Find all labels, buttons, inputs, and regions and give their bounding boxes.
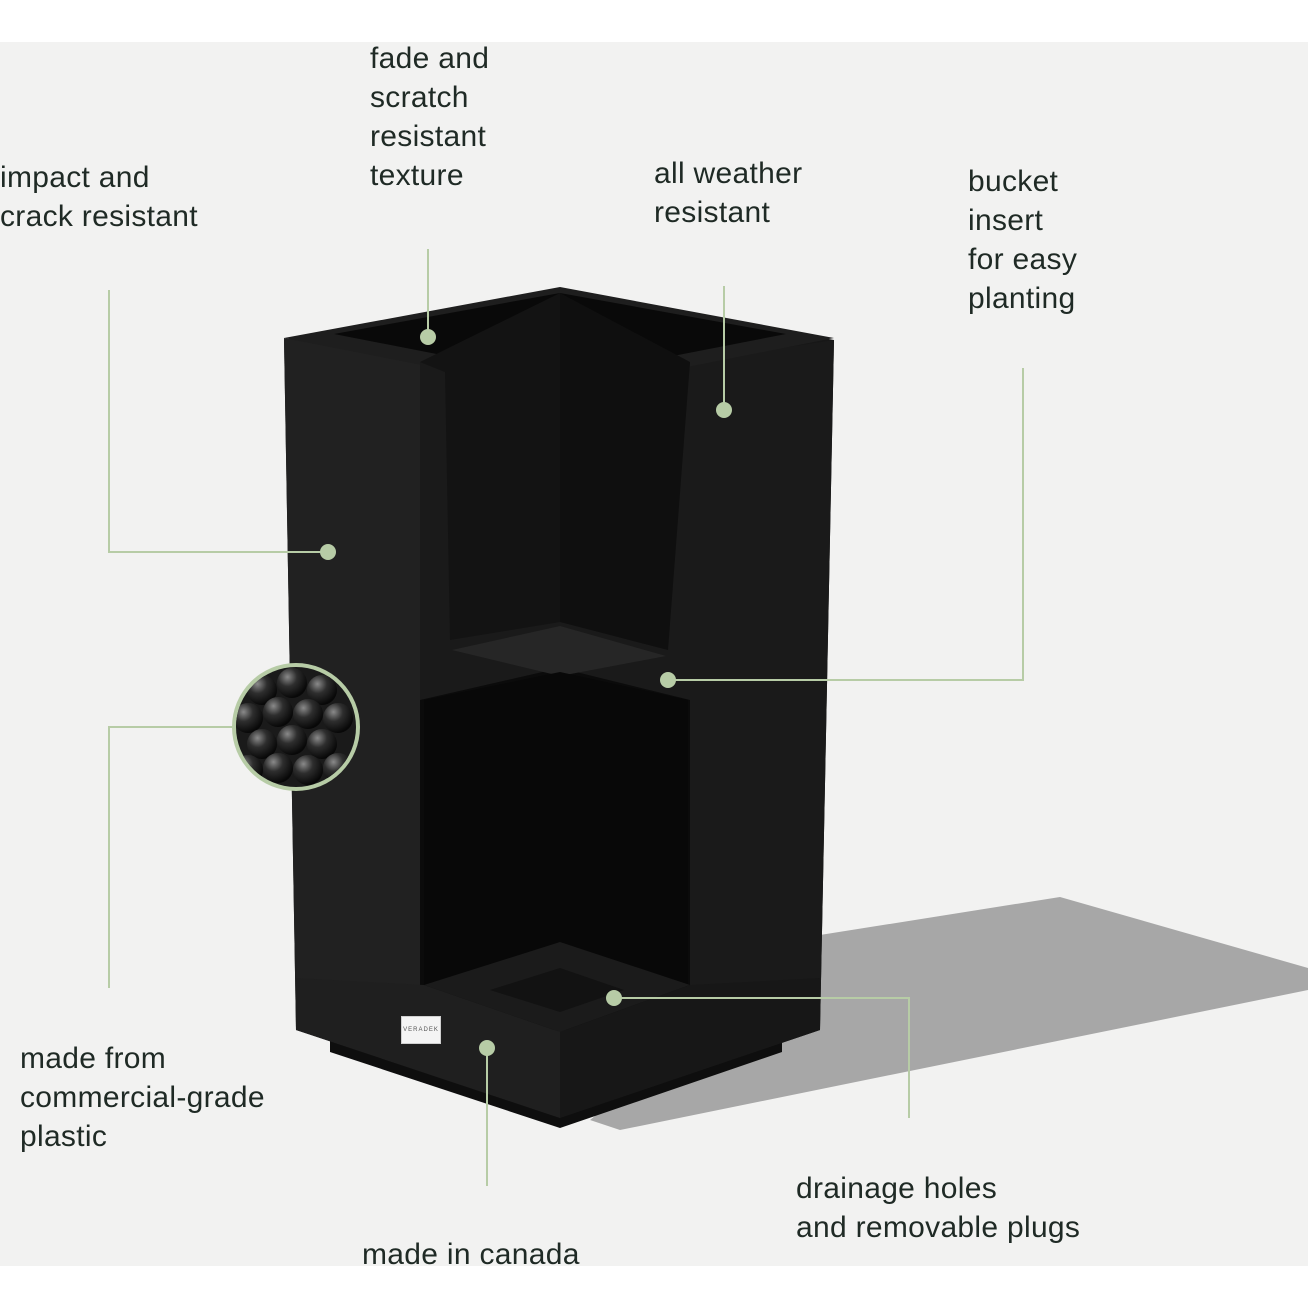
material-zoom-bubble [232,663,360,791]
leader-plastic [108,726,236,988]
inner-wall-left [420,293,560,690]
dot-weather [716,402,732,418]
leader-drainage [614,997,910,1118]
bucket-floor [452,626,666,676]
label-fade-resistant: fade and scratch resistant texture [370,42,490,192]
planter-shadow [590,897,1308,1130]
label-all-weather: all weather resistant [654,157,803,229]
label-impact-resistant: impact and crack resistant [0,161,198,233]
planter-front-face [284,338,420,1030]
dot-bucket [660,672,676,688]
front-base-band [296,978,560,1118]
dot-canada [479,1040,495,1056]
leader-dots [320,329,732,1056]
label-commercial-plastic: made from commercial-grade plastic [20,1042,265,1153]
planter-side-face [690,340,834,1030]
label-made-in-canada: made in canada [362,1238,580,1271]
dot-drainage [606,990,622,1006]
lower-interior [424,672,688,990]
label-drainage-holes: drainage holes and removable plugs [796,1172,1081,1244]
leader-impact [108,290,328,553]
drain-tray [490,968,624,1012]
dot-impact [320,544,336,560]
leader-lines [108,249,1024,1186]
leader-bucket [668,368,1024,681]
brand-plate: VERADEK [401,1016,441,1044]
side-base-band [560,978,820,1118]
inner-wall-right [560,293,690,690]
dot-fade [420,329,436,345]
label-bucket-insert: bucket insert for easy planting [968,165,1078,315]
